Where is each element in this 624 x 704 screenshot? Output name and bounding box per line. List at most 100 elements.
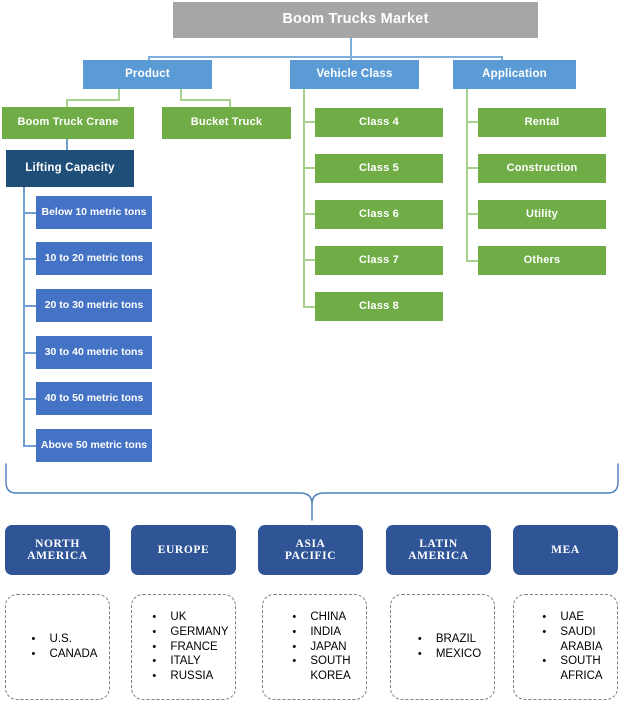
node-bucket-truck-label: Bucket Truck <box>190 116 263 129</box>
connector-vehicle-stub-3 <box>303 259 315 261</box>
node-product[interactable]: Product <box>83 60 212 89</box>
connector-lifting-stub-0 <box>23 212 36 214</box>
node-class-7-label: Class 7 <box>359 253 399 266</box>
node-region-latin-america[interactable]: LATIN AMERICA <box>386 525 491 575</box>
connector-application-stub-2 <box>466 213 478 215</box>
country-list-latin-america: BRAZIL MEXICO <box>404 632 481 661</box>
region-body-mea: UAE SAUDI ARABIA SOUTH AFRICA <box>513 594 618 700</box>
node-lifting-capacity-label: Lifting Capacity <box>25 162 115 175</box>
connector-vehicle-spine <box>303 88 305 307</box>
node-class-8-label: Class 8 <box>359 299 399 312</box>
connector-root-stem <box>350 37 352 57</box>
node-rental[interactable]: Rental <box>478 108 606 137</box>
node-root-label: Boom Trucks Market <box>282 11 429 28</box>
node-class-8[interactable]: Class 8 <box>315 292 443 321</box>
node-rental-label: Rental <box>524 115 560 128</box>
connector-vehicle-stub-0 <box>303 121 315 123</box>
country-list-mea: UAE SAUDI ARABIA SOUTH AFRICA <box>528 610 602 684</box>
list-item: SAUDI ARABIA <box>542 625 602 654</box>
node-utility-label: Utility <box>526 207 558 220</box>
node-capacity-above-50[interactable]: Above 50 metric tons <box>36 429 152 462</box>
node-capacity-10-20[interactable]: 10 to 20 metric tons <box>36 242 152 275</box>
connector-application-stub-1 <box>466 167 478 169</box>
node-bucket-truck[interactable]: Bucket Truck <box>162 107 291 139</box>
connector-vehicle-stub-4 <box>303 306 315 308</box>
node-class-4[interactable]: Class 4 <box>315 108 443 137</box>
node-class-5-label: Class 5 <box>359 161 399 174</box>
node-class-6[interactable]: Class 6 <box>315 200 443 229</box>
node-others[interactable]: Others <box>478 246 606 275</box>
node-construction[interactable]: Construction <box>478 154 606 183</box>
connector-product-stem-right <box>180 88 182 101</box>
node-capacity-10-20-label: 10 to 20 metric tons <box>44 251 144 264</box>
list-item: SOUTH AFRICA <box>542 654 602 683</box>
node-capacity-below-10[interactable]: Below 10 metric tons <box>36 196 152 229</box>
list-item: ITALY <box>152 654 228 669</box>
connector-lifting-stub-3 <box>23 352 36 354</box>
node-capacity-30-40[interactable]: 30 to 40 metric tons <box>36 336 152 369</box>
node-others-label: Others <box>523 253 561 266</box>
region-body-north-america: U.S. CANADA <box>5 594 110 700</box>
connector-lifting-stub-5 <box>23 445 36 447</box>
region-body-latin-america: BRAZIL MEXICO <box>390 594 495 700</box>
node-region-mea-label: MEA <box>551 543 580 556</box>
node-product-label: Product <box>125 68 170 81</box>
node-region-europe[interactable]: EUROPE <box>131 525 236 575</box>
node-lifting-capacity[interactable]: Lifting Capacity <box>6 150 134 187</box>
connector-vehicle-stub-2 <box>303 213 315 215</box>
connector-crane-to-lifting <box>66 138 68 151</box>
country-list-asia-pacific: CHINA INDIA JAPAN SOUTH KOREA <box>278 610 350 684</box>
connector-product-bus-right <box>180 99 230 101</box>
country-list-north-america: U.S. CANADA <box>18 632 98 661</box>
node-utility[interactable]: Utility <box>478 200 606 229</box>
node-capacity-above-50-label: Above 50 metric tons <box>40 438 148 451</box>
list-item: CANADA <box>32 647 98 662</box>
list-item: CHINA <box>292 610 350 625</box>
node-region-north-america-label: NORTH AMERICA <box>27 537 88 562</box>
connector-lifting-stub-4 <box>23 398 36 400</box>
node-boom-truck-crane-label: Boom Truck Crane <box>17 116 119 129</box>
node-vehicle-class-label: Vehicle Class <box>316 68 393 81</box>
node-vehicle-class[interactable]: Vehicle Class <box>290 60 419 89</box>
list-item: SOUTH KOREA <box>292 654 350 683</box>
connector-application-spine <box>466 88 468 261</box>
connector-lifting-stub-2 <box>23 305 36 307</box>
node-region-asia-pacific-label: ASIA PACIFIC <box>284 537 337 562</box>
connector-lifting-stub-1 <box>23 258 36 260</box>
connector-product-bus-left <box>66 99 120 101</box>
connector-application-stub-0 <box>466 121 478 123</box>
connector-product-to-bucket <box>229 99 231 108</box>
node-boom-truck-crane[interactable]: Boom Truck Crane <box>2 107 134 139</box>
node-construction-label: Construction <box>506 161 578 174</box>
list-item: UK <box>152 610 228 625</box>
list-item: FRANCE <box>152 640 228 655</box>
connector-product-to-crane <box>66 99 68 108</box>
connector-product-stem-left <box>118 88 120 101</box>
list-item: MEXICO <box>418 647 481 662</box>
node-capacity-30-40-label: 30 to 40 metric tons <box>44 345 144 358</box>
node-capacity-40-50-label: 40 to 50 metric tons <box>44 391 144 404</box>
list-item: U.S. <box>32 632 98 647</box>
node-region-north-america[interactable]: NORTH AMERICA <box>5 525 110 575</box>
node-class-4-label: Class 4 <box>359 115 399 128</box>
node-root[interactable]: Boom Trucks Market <box>173 2 538 38</box>
node-capacity-20-30-label: 20 to 30 metric tons <box>44 298 144 311</box>
node-application[interactable]: Application <box>453 60 576 89</box>
list-item: INDIA <box>292 625 350 640</box>
node-capacity-below-10-label: Below 10 metric tons <box>41 205 147 218</box>
connector-lifting-spine <box>23 186 25 446</box>
region-body-asia-pacific: CHINA INDIA JAPAN SOUTH KOREA <box>262 594 367 700</box>
node-capacity-20-30[interactable]: 20 to 30 metric tons <box>36 289 152 322</box>
node-region-asia-pacific[interactable]: ASIA PACIFIC <box>258 525 363 575</box>
connector-root-bus <box>148 56 502 58</box>
node-region-latin-america-label: LATIN AMERICA <box>408 537 469 562</box>
node-capacity-40-50[interactable]: 40 to 50 metric tons <box>36 382 152 415</box>
node-class-5[interactable]: Class 5 <box>315 154 443 183</box>
connector-application-stub-3 <box>466 260 478 262</box>
region-body-europe: UK GERMANY FRANCE ITALY RUSSIA <box>131 594 236 700</box>
node-region-mea[interactable]: MEA <box>513 525 618 575</box>
node-class-7[interactable]: Class 7 <box>315 246 443 275</box>
list-item: UAE <box>542 610 602 625</box>
